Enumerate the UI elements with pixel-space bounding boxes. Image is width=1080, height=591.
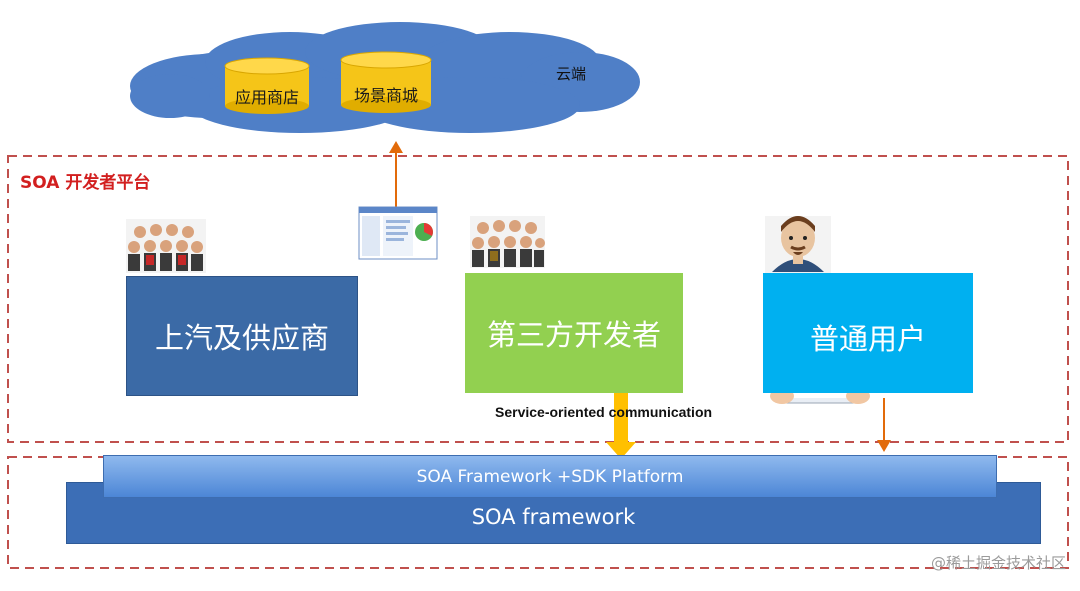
watermark: @稀土掘金技术社区	[930, 554, 1066, 572]
scene-mall-label: 场景商城	[353, 86, 418, 105]
communication-label: Service-oriented communication	[495, 404, 713, 420]
sdk-platform-label: SOA Framework +SDK Platform	[416, 466, 684, 487]
platform-title: SOA 开发者平台	[20, 173, 151, 193]
third-party-developer-label: 第三方开发者	[486, 318, 661, 352]
scene-mall-cylinder	[340, 51, 432, 113]
regular-user-label: 普通用户	[809, 322, 926, 356]
people-group-icon-left	[126, 219, 206, 273]
platform-dashed-frame	[7, 155, 1069, 443]
people-group-icon-middle	[470, 216, 545, 268]
upload-arrow	[389, 141, 403, 207]
sdk-platform-bar: SOA Framework +SDK Platform	[103, 455, 997, 498]
oem-supplier-box: 上汽及供应商	[126, 276, 358, 396]
third-party-developer-box: 第三方开发者	[465, 273, 683, 393]
user-down-arrow	[877, 398, 891, 452]
regular-user-box: 普通用户	[763, 273, 973, 393]
cloud-label: 云端	[556, 65, 587, 83]
user-avatar-icon	[765, 216, 831, 274]
software-screenshot-image	[358, 206, 438, 260]
oem-supplier-label: 上汽及供应商	[154, 321, 329, 355]
app-store-label: 应用商店	[234, 88, 299, 107]
app-store-cylinder	[224, 57, 310, 114]
soa-framework-label: SOA framework	[471, 505, 636, 529]
